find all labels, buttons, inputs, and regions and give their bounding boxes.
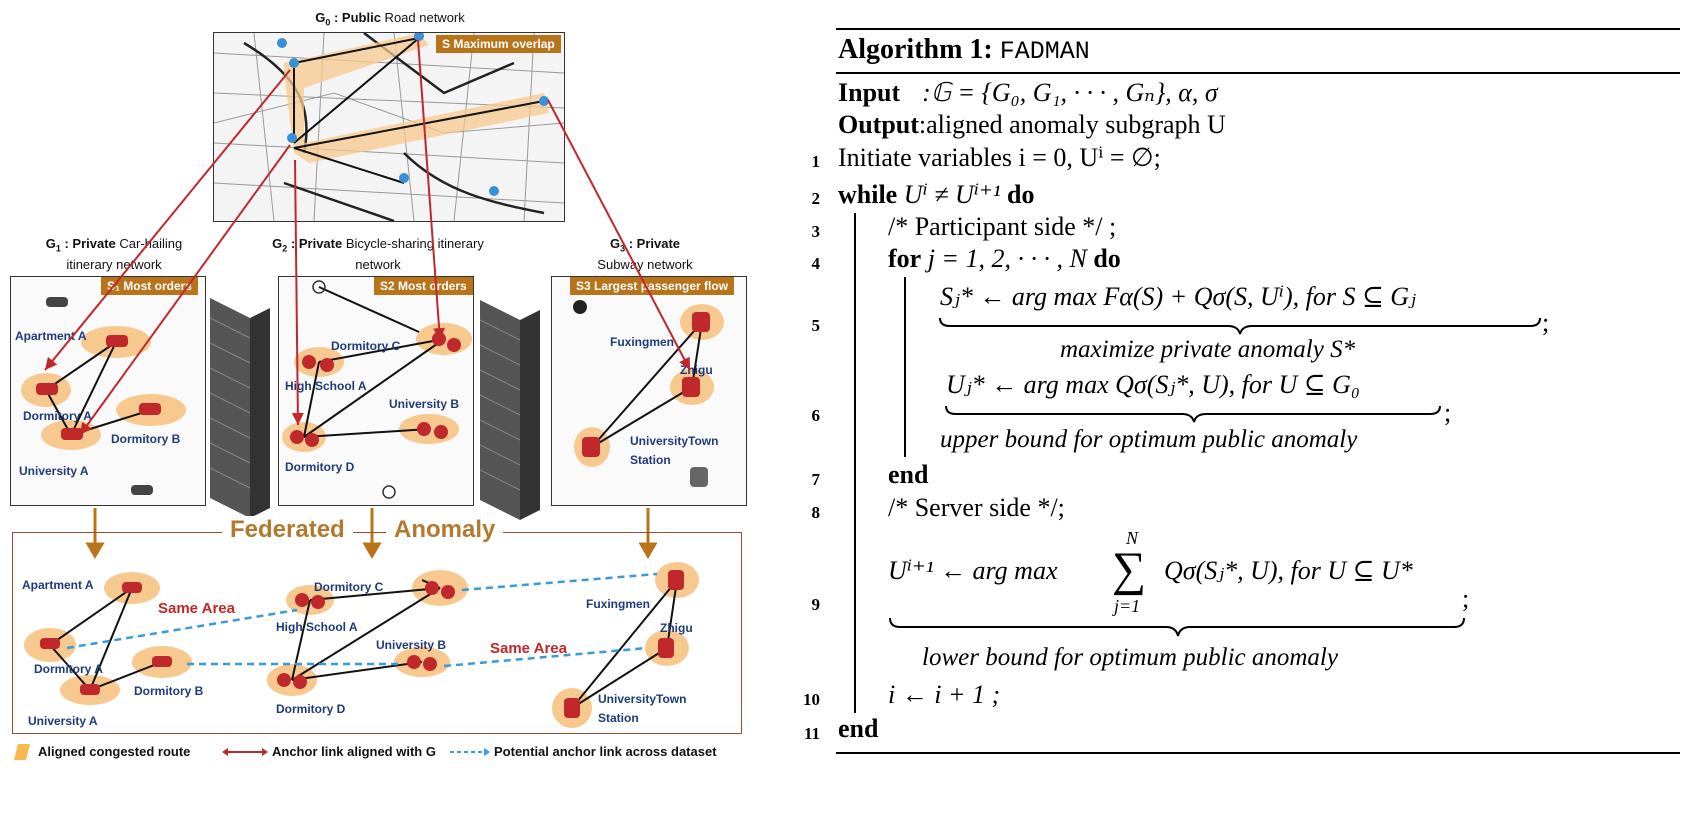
g2-node-dormitory-c: Dormitory C — [331, 339, 401, 353]
legend-anchor-link: Anchor link aligned with G — [272, 744, 436, 759]
algorithm-block: Algorithm 1: FADMAN Input:𝔾 = {G₀, G₁, ·… — [803, 0, 1681, 826]
same-area-label-2: Same Area — [490, 640, 567, 657]
algo-line-1: Initiate variables i = 0, Uⁱ = ∅; — [838, 143, 1161, 172]
federated-graph — [24, 562, 699, 728]
fed-node-universitytown: UniversityTown — [598, 692, 687, 706]
semicolon-6: ; — [1444, 398, 1452, 427]
s3-badge: S3 Largest passenger flow — [570, 277, 735, 295]
fed-node-dormitory-d: Dormitory D — [276, 702, 346, 716]
algo-line-2: while Uⁱ ≠ Uⁱ⁺¹ do — [838, 180, 1035, 209]
sum-lower-limit: j=1 — [1114, 596, 1141, 616]
road-map-graphic — [214, 33, 564, 221]
input-line: Input:𝔾 = {G₀, G₁, · · · , Gₙ}, α, σ — [838, 78, 1218, 107]
line-number: 1 — [811, 152, 821, 171]
g3-panel: S3 Largest passenger flow Fuxingmen Zhig… — [551, 276, 747, 506]
g3-graph — [573, 300, 724, 487]
s2-badge: S2 Most orders — [374, 277, 473, 295]
legend-potential-link: Potential anchor link across dataset — [494, 744, 717, 759]
algo-line-7: end — [888, 460, 929, 489]
bottom-rule — [836, 752, 1680, 754]
annot-private-anomaly: maximize private anomaly S* — [1060, 336, 1356, 363]
g2-panel: S2 Most orders Dormitory C High School A… — [278, 276, 474, 506]
g2-node-university-b: University B — [389, 397, 460, 411]
algo-line-9-left: Uⁱ⁺¹ ← arg max — [888, 556, 1058, 585]
g1-node-university-a: University A — [19, 464, 89, 478]
s1-badge: S₁ Most orders — [101, 277, 198, 295]
s-max-overlap-badge: S Maximum overlap — [436, 35, 561, 53]
potential-anchor-links — [66, 572, 658, 668]
g0-title: G0 : Public Road network — [315, 10, 465, 28]
route-highlight — [284, 33, 549, 163]
annot-lower-bound: lower bound for optimum public anomaly — [922, 644, 1338, 671]
line-number: 10 — [803, 690, 820, 709]
fed-node-dormitory-a: Dormitory A — [34, 662, 103, 676]
underbrace-5 — [939, 317, 1541, 335]
fed-node-university-b: University B — [376, 638, 447, 652]
line-number: 3 — [811, 222, 821, 241]
anchor-links — [44, 39, 691, 559]
line-number: 8 — [811, 503, 821, 522]
legend-marks — [14, 744, 490, 760]
fed-node-university-a: University A — [28, 714, 98, 728]
fed-node-high-school-a: High School A — [276, 620, 358, 634]
fed-node-zhigu: Zhigu — [660, 621, 693, 635]
g1-node-dormitory-a: Dormitory A — [23, 409, 92, 423]
algo-line-8: /* Server side */; — [888, 493, 1065, 522]
fed-node-dormitory-c: Dormitory C — [314, 580, 384, 594]
line-number: 11 — [803, 724, 820, 743]
line-number: 7 — [811, 470, 821, 489]
g1-node-dormitory-b: Dormitory B — [111, 432, 181, 446]
line-number: 9 — [811, 595, 821, 614]
line-number: 2 — [811, 189, 821, 208]
top-rule — [836, 28, 1680, 30]
line-number: 6 — [811, 406, 821, 425]
federated-title-left: Federated — [222, 516, 353, 544]
g2-graph — [282, 280, 472, 499]
g2-node-high-school-a: High School A — [285, 379, 367, 393]
while-scope-bar — [854, 213, 856, 713]
sum-symbol: ∑ — [1112, 543, 1147, 596]
semicolon-9: ; — [1462, 584, 1470, 613]
route-legend-swatch — [14, 744, 30, 760]
g3-node-station: Station — [630, 453, 671, 467]
fed-node-apartment-a: Apartment A — [22, 578, 94, 592]
algo-line-3: /* Participant side */ ; — [888, 212, 1117, 241]
for-scope-bar — [904, 277, 906, 457]
underbrace-9 — [889, 617, 1465, 637]
algo-line-6: Uⱼ* ← arg max Qσ(Sⱼ*, U), for U ⊆ G₀ — [946, 370, 1360, 399]
figure-fadman-overview: G0 : Public Road network — [0, 0, 800, 826]
algo-line-9-right: Qσ(Sⱼ*, U), for U ⊆ U* — [1164, 556, 1413, 585]
legend-aligned-route: Aligned congested route — [38, 744, 191, 759]
algo-line-4: for j = 1, 2, · · · , N do — [888, 244, 1121, 273]
g3-node-fuxingmen: Fuxingmen — [610, 335, 675, 349]
line-number: 5 — [811, 316, 821, 335]
sum-upper-limit: N — [1126, 528, 1139, 548]
g3-node-universitytown: UniversityTown — [630, 434, 719, 448]
firewall-icon — [480, 300, 540, 520]
map-pins — [277, 33, 549, 196]
output-line: Output:aligned anomaly subgraph U — [838, 110, 1226, 139]
public-road-map: S Maximum overlap — [213, 32, 565, 222]
title-rule — [836, 72, 1680, 74]
algo-line-5: Sⱼ* ← arg max Fα(S) + Qσ(S, Uⁱ), for S ⊆… — [940, 282, 1416, 311]
federated-anomaly-box — [12, 532, 742, 734]
algorithm-title: Algorithm 1: FADMAN — [838, 34, 1090, 66]
fed-node-dormitory-b: Dormitory B — [134, 684, 204, 698]
fed-node-station: Station — [598, 711, 639, 725]
line-number: 4 — [811, 254, 821, 273]
same-area-label-1: Same Area — [158, 600, 235, 617]
annot-upper-bound: upper bound for optimum public anomaly — [940, 426, 1358, 453]
firewall-icon — [210, 298, 270, 518]
algo-line-10: i ← i + 1 ; — [888, 680, 1001, 709]
federated-title-right: Anomaly — [386, 516, 504, 544]
g2-node-dormitory-d: Dormitory D — [285, 460, 355, 474]
g1-panel: S₁ Most orders Apartment A Dormitory A D… — [10, 276, 206, 506]
g3-title: G3 : Private Subway network — [597, 236, 693, 272]
semicolon-5: ; — [1542, 308, 1550, 337]
underbrace-6 — [945, 405, 1441, 423]
algo-line-11: end — [838, 714, 879, 743]
g1-title: G1 : Private Car-hailing itinerary netwo… — [45, 236, 183, 272]
g2-title: G2 : Private Bicycle-sharing itinerary n… — [272, 236, 484, 272]
fed-node-fuxingmen: Fuxingmen — [586, 597, 651, 611]
